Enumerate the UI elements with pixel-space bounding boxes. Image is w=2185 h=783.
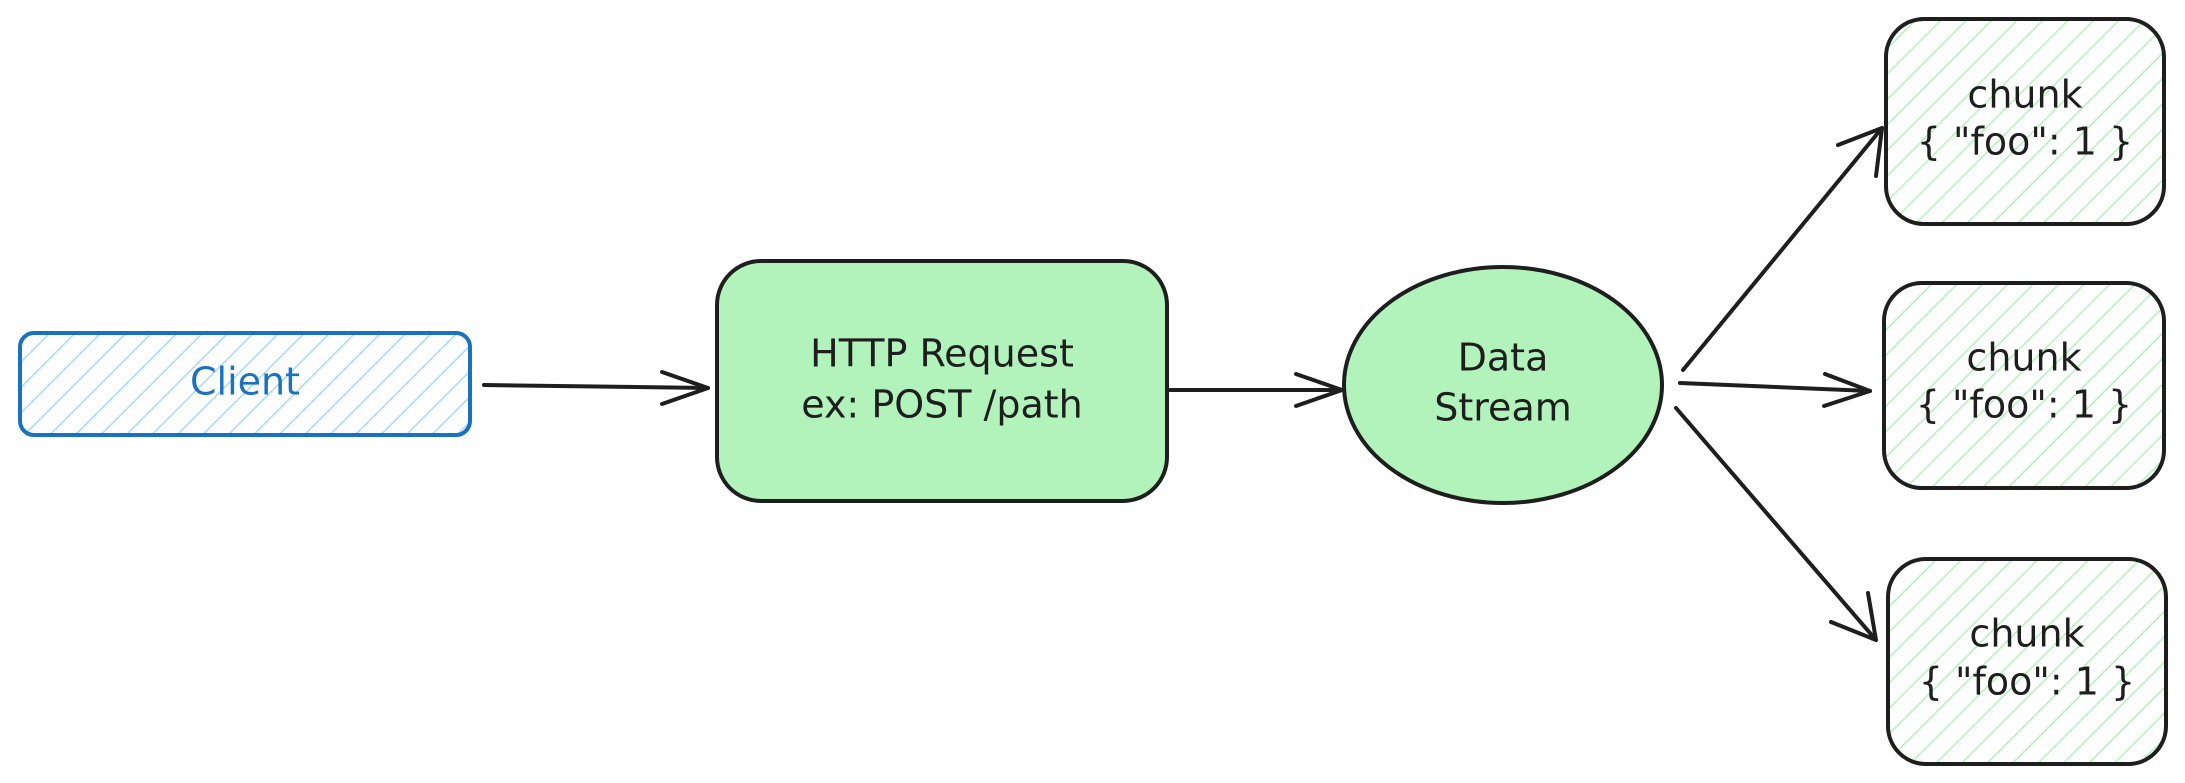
chunk-value-2: { "foo": 1 } — [1916, 383, 2132, 427]
http-request-example: ex: POST /path — [801, 383, 1083, 427]
data-stream-node[interactable]: Data Stream — [1342, 265, 1664, 505]
http-request-title: HTTP Request — [810, 332, 1074, 376]
chunk-box-1 — [1884, 17, 2166, 226]
arrow-stream-to-chunk-1 — [1681, 126, 1884, 372]
data-stream-line2: Stream — [1434, 386, 1572, 430]
http-request-box — [715, 259, 1169, 503]
arrow-client-to-request — [482, 370, 710, 406]
data-stream-line1: Data — [1458, 336, 1549, 380]
chunk-value-1: { "foo": 1 } — [1917, 120, 2133, 164]
chunk-value-3: { "foo": 1 } — [1919, 660, 2135, 704]
arrow-stream-to-chunk-2 — [1678, 372, 1872, 408]
client-box — [18, 331, 472, 437]
chunk-node-1[interactable]: chunk { "foo": 1 } — [1884, 17, 2166, 226]
chunk-title-1: chunk — [1967, 73, 2082, 117]
chunk-title-3: chunk — [1969, 612, 2084, 656]
chunk-node-2[interactable]: chunk { "foo": 1 } — [1882, 281, 2166, 490]
client-label: Client — [190, 360, 300, 404]
data-stream-ellipse — [1342, 265, 1664, 505]
chunk-box-2 — [1882, 281, 2166, 490]
arrow-request-to-stream — [1168, 372, 1344, 408]
arrow-stream-to-chunk-3 — [1674, 406, 1878, 642]
http-request-node[interactable]: HTTP Request ex: POST /path — [715, 259, 1169, 503]
chunk-box-3 — [1886, 557, 2168, 766]
client-node[interactable]: Client — [18, 331, 472, 437]
chunk-title-2: chunk — [1966, 336, 2081, 380]
chunk-node-3[interactable]: chunk { "foo": 1 } — [1886, 557, 2168, 766]
